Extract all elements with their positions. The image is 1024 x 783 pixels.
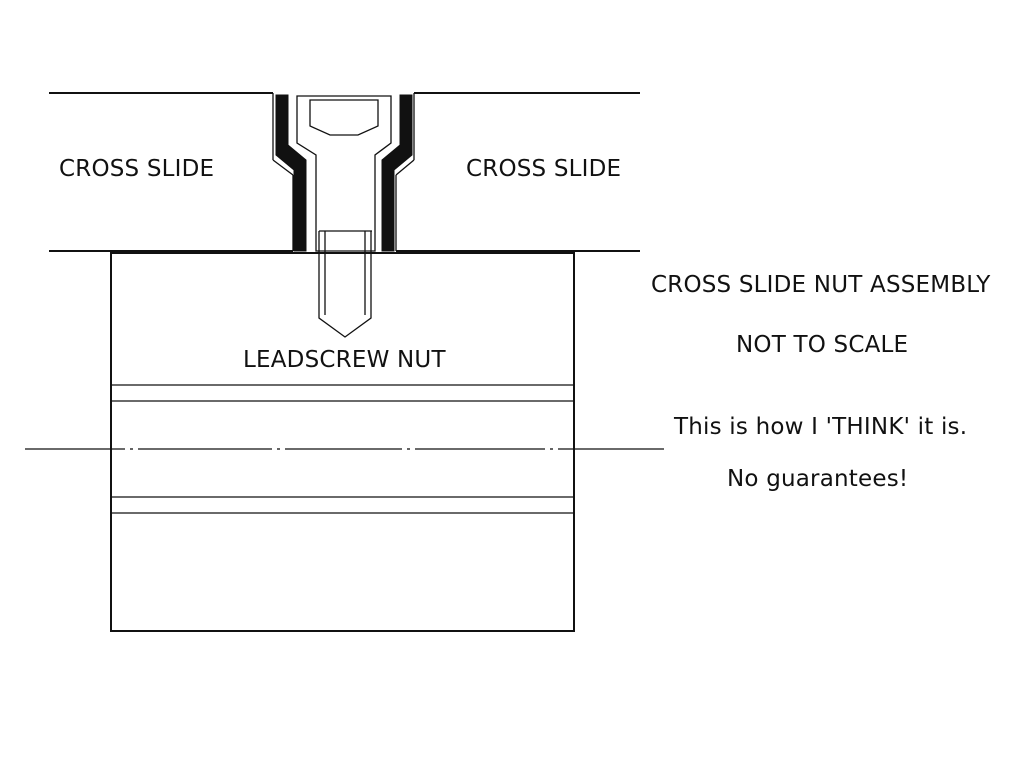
disclaimer-line-1: This is how I 'THINK' it is. — [673, 414, 967, 440]
leadscrew-nut-label: LEADSCREW NUT — [243, 347, 446, 373]
cross-slide-right — [396, 92, 640, 252]
bushing-right-wall — [381, 94, 413, 252]
cross-slide-left-label: CROSS SLIDE — [59, 156, 214, 182]
scale-note: NOT TO SCALE — [736, 332, 908, 358]
drawing-title: CROSS SLIDE NUT ASSEMBLY — [651, 272, 991, 298]
disclaimer-line-2: No guarantees! — [727, 466, 908, 492]
bushing-left-wall — [275, 94, 307, 252]
leadscrew-nut-block — [110, 252, 575, 632]
cross-slide-left — [49, 92, 293, 252]
cross-slide-right-label: CROSS SLIDE — [466, 156, 621, 182]
cap-screw — [296, 95, 392, 338]
bushing-inner-lines — [272, 93, 415, 251]
